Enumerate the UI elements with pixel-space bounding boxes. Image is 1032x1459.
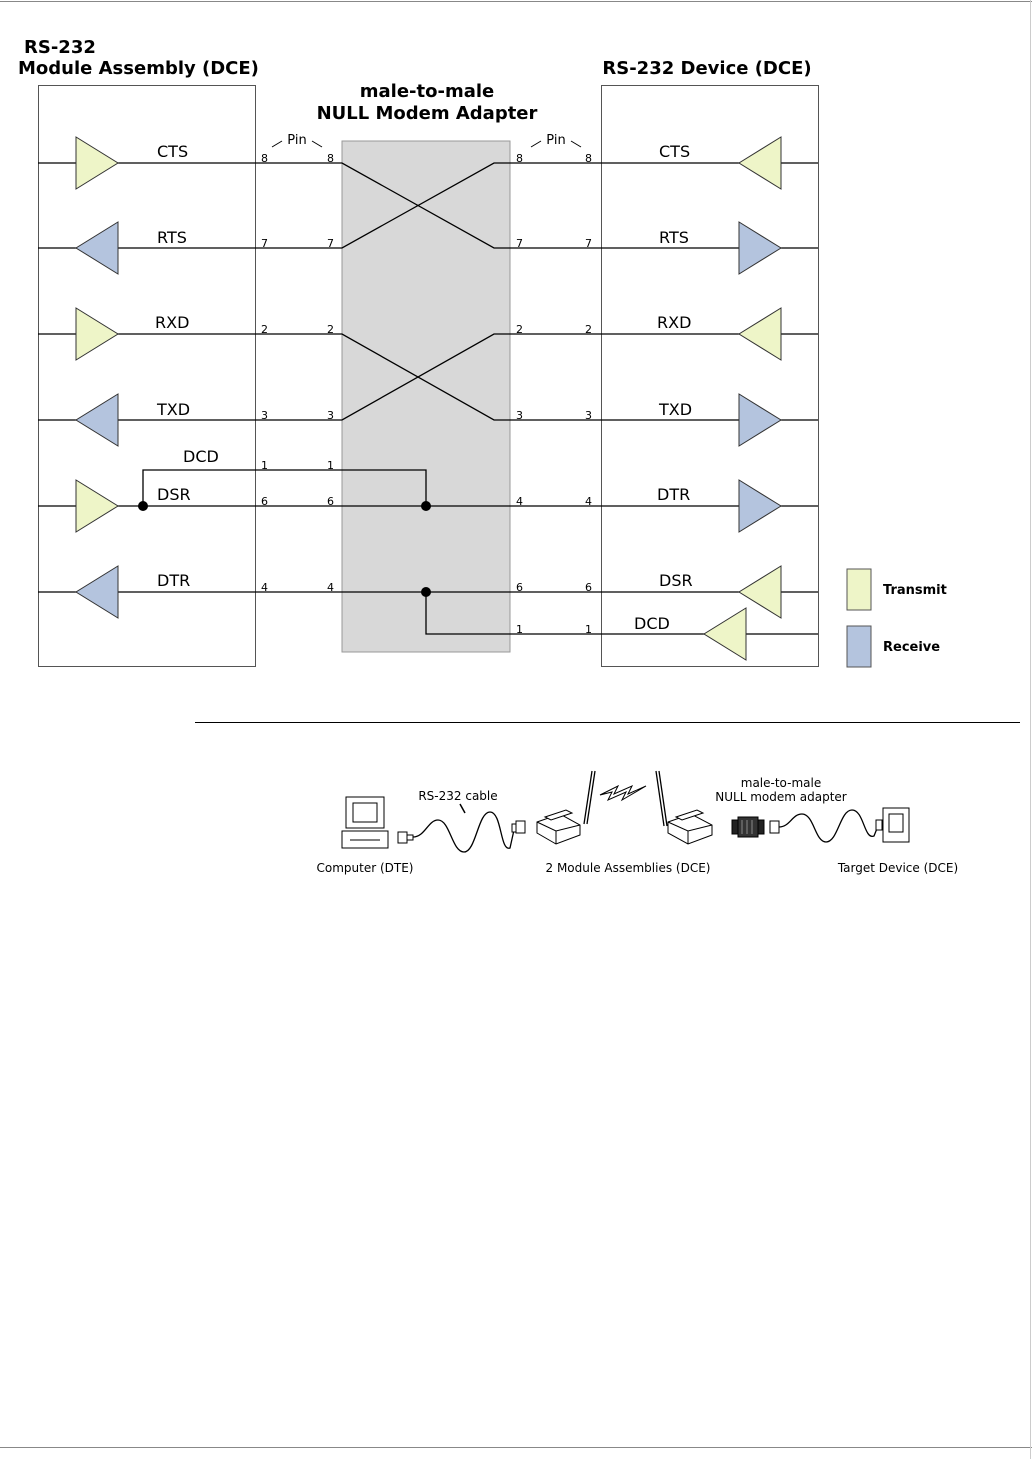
setup-illustration: RS-232 cable 2 Module Assemblies (DCE) [317, 770, 958, 875]
right-rts-receive-triangle [738, 221, 782, 275]
null-modem-adapter [341, 140, 511, 653]
computer-icon [341, 796, 389, 849]
left-dtr-label: DTR [157, 571, 190, 590]
right-dcd-pin-outer: 1 [585, 623, 592, 636]
right-rts-pin-inner: 7 [516, 237, 523, 250]
left-dtr-pin-outer: 4 [261, 581, 268, 594]
left-dtr-receive-triangle [75, 565, 119, 619]
right-rts-pin-outer: 7 [585, 237, 592, 250]
right-txd-label: TXD [658, 400, 692, 419]
legend: Transmit Receive [846, 568, 947, 668]
wire-dcd-loop-right [425, 592, 818, 635]
right-cts-pin-outer: 8 [585, 152, 592, 165]
right-txd-pin-outer: 3 [585, 409, 592, 422]
cable-label: RS-232 cable [418, 789, 497, 803]
left-pin-header: Pin [271, 133, 323, 148]
left-module-box [38, 85, 256, 667]
junction-dot-adapter-dtr [421, 587, 431, 597]
adapter-label-line1: male-to-male [741, 776, 821, 790]
right-dtr-pin-inner: 4 [516, 495, 523, 508]
legend-receive-label: Receive [883, 640, 940, 655]
left-rts-label: RTS [157, 228, 187, 247]
left-cts-pin-outer: 8 [261, 152, 268, 165]
right-dcd-transmit-triangle [703, 607, 747, 661]
left-txd-label: TXD [156, 400, 190, 419]
right-rxd-pin-outer: 2 [585, 323, 592, 336]
right-dtr-receive-triangle [738, 479, 782, 533]
right-rxd-pin-inner: 2 [516, 323, 523, 336]
target-device-icon [882, 807, 910, 843]
adapter-title-line2: NULL Modem Adapter [317, 103, 538, 124]
wire-txd-to-rxd [38, 333, 818, 421]
right-cable-icon [769, 809, 883, 843]
left-pin-label: Pin [287, 133, 306, 148]
right-txd-receive-triangle [738, 393, 782, 447]
left-txd-pin-inner: 3 [327, 409, 334, 422]
right-title: RS-232 Device (DCE) [602, 58, 811, 79]
target-device-label: Target Device (DCE) [837, 861, 958, 875]
right-dsr-transmit-triangle [738, 565, 782, 619]
right-cts-label: CTS [659, 142, 690, 161]
right-dsr-label: DSR [659, 571, 693, 590]
left-rxd-label: RXD [155, 313, 189, 332]
left-rts-pin-outer: 7 [261, 237, 268, 250]
module-assembly-1-icon [536, 770, 596, 845]
right-pin-header: Pin [530, 133, 582, 148]
wire-dcd-loop-left [142, 469, 427, 506]
right-rxd-label: RXD [657, 313, 691, 332]
right-dtr-label: DTR [657, 485, 690, 504]
junction-dot-adapter-dsr [421, 501, 431, 511]
left-txd-receive-triangle [75, 393, 119, 447]
rs232-cable-icon [397, 803, 526, 853]
legend-transmit-label: Transmit [883, 583, 947, 598]
right-cts-pin-inner: 8 [516, 152, 523, 165]
wire-rts-to-cts [38, 162, 818, 249]
module-assembly-2-icon [655, 770, 713, 845]
right-dsr-pin-outer: 6 [585, 581, 592, 594]
left-dsr-pin-outer: 6 [261, 495, 268, 508]
right-dsr-pin-inner: 6 [516, 581, 523, 594]
right-dcd-label: DCD [634, 614, 670, 633]
right-device-box [601, 85, 819, 667]
adapter-label-line2: NULL modem adapter [715, 790, 847, 804]
left-dcd-pin-inner: 1 [327, 459, 334, 472]
left-txd-pin-outer: 3 [261, 409, 268, 422]
left-dsr-label: DSR [157, 485, 191, 504]
left-dsr-pin-inner: 6 [327, 495, 334, 508]
left-dtr-pin-inner: 4 [327, 581, 334, 594]
left-cts-transmit-triangle [75, 136, 119, 190]
computer-label: Computer (DTE) [317, 861, 414, 875]
left-cts-label: CTS [157, 142, 188, 161]
left-title-line1: RS-232 [24, 37, 96, 58]
right-pin-label: Pin [546, 133, 565, 148]
right-cts-transmit-triangle [738, 136, 782, 190]
legend-transmit-swatch [846, 568, 872, 611]
right-rts-label: RTS [659, 228, 689, 247]
left-rxd-pin-outer: 2 [261, 323, 268, 336]
junction-dot-left-dsr [138, 501, 148, 511]
wiring [38, 162, 818, 635]
adapter-title-line1: male-to-male [360, 81, 494, 102]
left-dsr-transmit-triangle [75, 479, 119, 533]
null-modem-adapter-icon [731, 816, 765, 838]
left-title-line2: Module Assembly (DCE) [18, 58, 259, 79]
modules-label: 2 Module Assemblies (DCE) [546, 861, 711, 875]
left-rxd-pin-inner: 2 [327, 323, 334, 336]
right-dtr-pin-outer: 4 [585, 495, 592, 508]
left-rts-receive-triangle [75, 221, 119, 275]
left-rxd-transmit-triangle [75, 307, 119, 361]
left-cts-pin-inner: 8 [327, 152, 334, 165]
left-dcd-pin-outer: 1 [261, 459, 268, 472]
left-dcd-label: DCD [183, 447, 219, 466]
right-dcd-pin-inner: 1 [516, 623, 523, 636]
right-rxd-transmit-triangle [738, 307, 782, 361]
legend-receive-swatch [846, 625, 872, 668]
right-txd-pin-inner: 3 [516, 409, 523, 422]
left-rts-pin-inner: 7 [327, 237, 334, 250]
wireless-link-icon [599, 784, 647, 802]
